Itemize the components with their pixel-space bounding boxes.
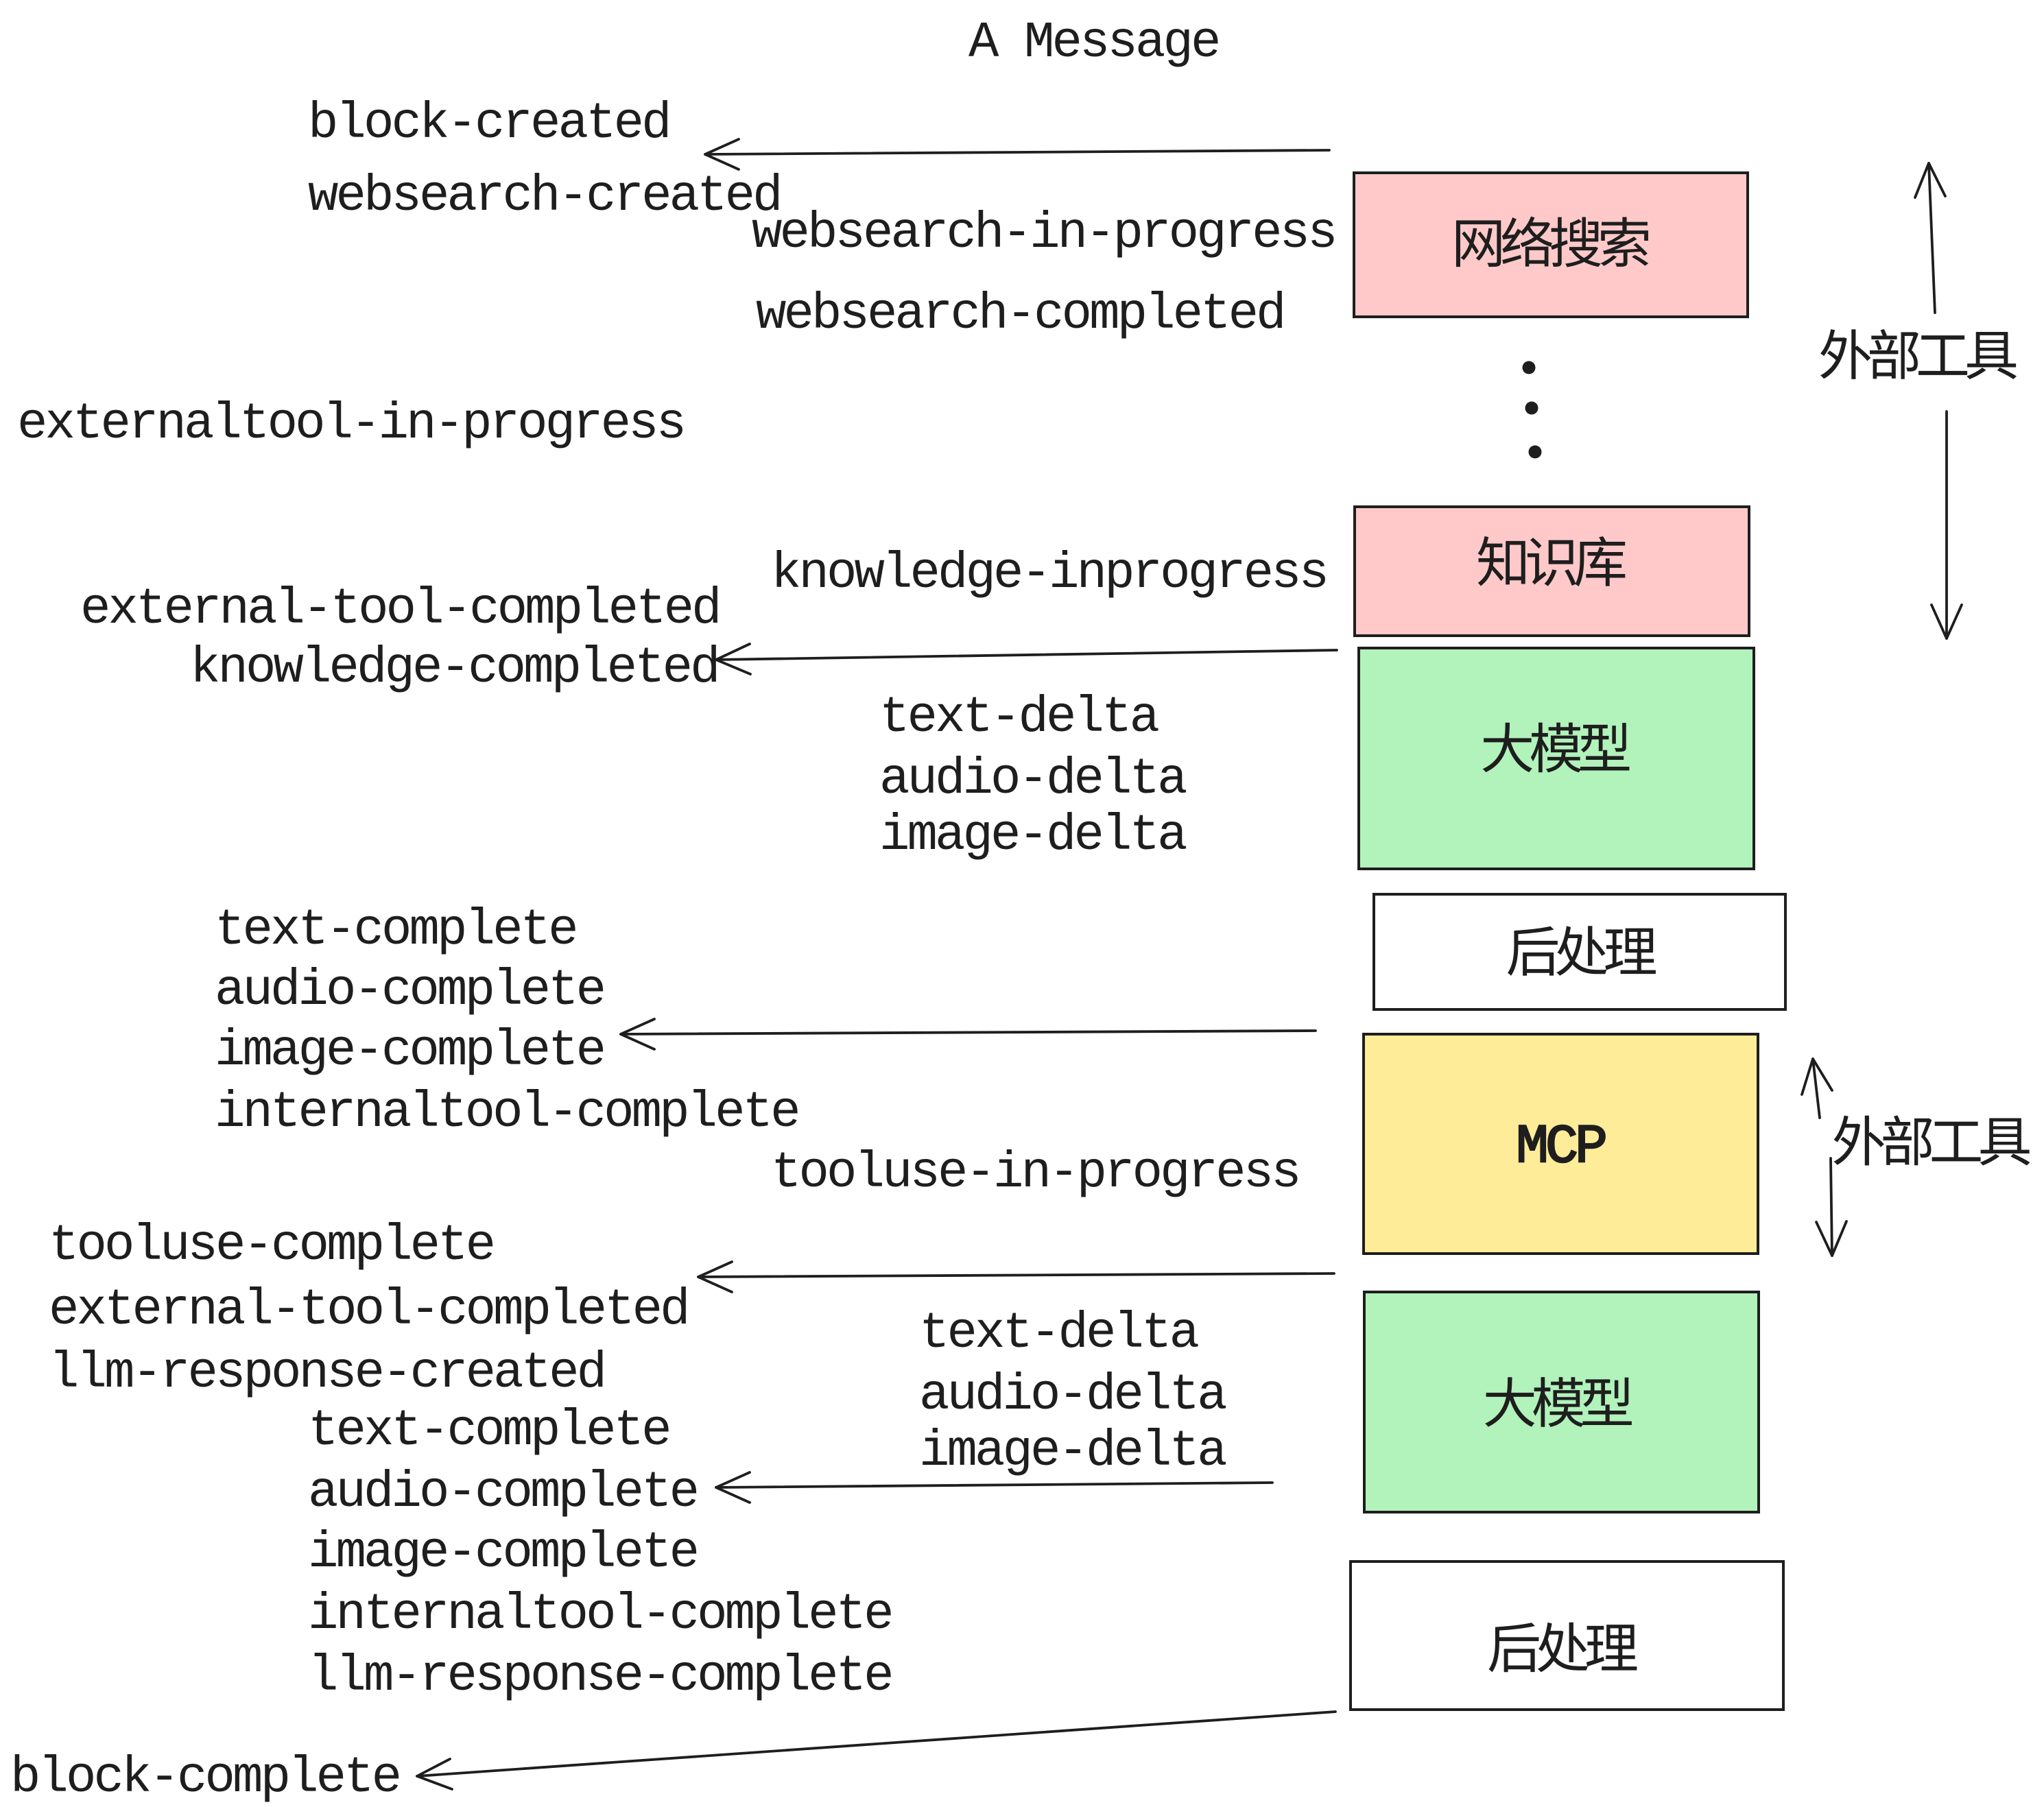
svg-text:block-complete: block-complete — [10, 1749, 399, 1804]
svg-text:image-complete: image-complete — [308, 1524, 697, 1582]
svg-text:audio-complete: audio-complete — [215, 962, 604, 1020]
svg-text:externaltool-in-progress: externaltool-in-progress — [17, 396, 684, 453]
svg-text:audio-complete: audio-complete — [308, 1464, 697, 1522]
svg-text:audio-delta: audio-delta — [919, 1367, 1226, 1424]
svg-text:websearch-created: websearch-created — [308, 168, 781, 226]
svg-text:MCP: MCP — [1516, 1116, 1605, 1179]
svg-text:websearch-completed: websearch-completed — [756, 286, 1284, 344]
svg-text:external-tool-completed: external-tool-completed — [80, 581, 720, 638]
svg-text:knowledge-completed: knowledge-completed — [190, 640, 718, 697]
svg-text:audio-delta: audio-delta — [879, 751, 1186, 809]
svg-text:knowledge-inprogress: knowledge-inprogress — [771, 545, 1327, 603]
svg-text:image-delta: image-delta — [919, 1423, 1226, 1481]
svg-text:text-delta: text-delta — [919, 1305, 1198, 1363]
svg-text:tooluse-complete: tooluse-complete — [49, 1217, 493, 1275]
svg-text:internaltool-complete: internaltool-complete — [308, 1586, 892, 1644]
svg-text:image-delta: image-delta — [879, 807, 1186, 865]
svg-text:internaltool-complete: internaltool-complete — [215, 1084, 798, 1142]
svg-text:external-tool-completed: external-tool-completed — [49, 1282, 688, 1339]
svg-text:A Message: A Message — [968, 14, 1219, 72]
svg-text:text-complete: text-complete — [308, 1402, 669, 1460]
svg-text:websearch-in-progress: websearch-in-progress — [752, 205, 1335, 263]
svg-text:image-complete: image-complete — [215, 1022, 604, 1080]
svg-text:block-created: block-created — [308, 95, 669, 153]
svg-text:llm-response-complete: llm-response-complete — [308, 1648, 892, 1706]
svg-text:text-complete: text-complete — [215, 902, 576, 959]
svg-text:text-delta: text-delta — [879, 689, 1158, 747]
svg-text:llm-response-created: llm-response-created — [49, 1345, 604, 1402]
svg-text:tooluse-in-progress: tooluse-in-progress — [771, 1145, 1299, 1202]
